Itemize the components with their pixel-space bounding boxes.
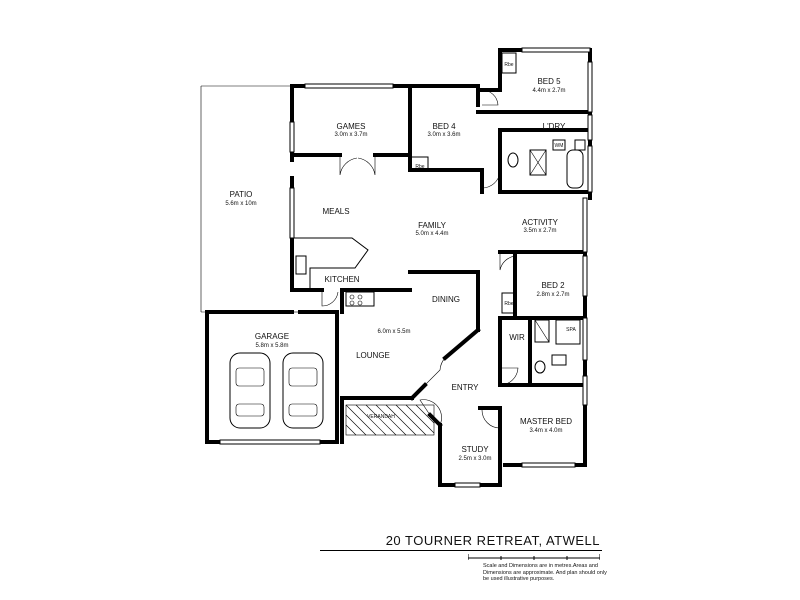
- room-bed5-dim: 4.4m x 2.7m: [532, 88, 565, 94]
- room-verandah-name: VERANDAH: [367, 414, 395, 420]
- room-labels: BED 5 4.4m x 2.7m GAMES 3.0m x 3.7m BED …: [225, 62, 576, 462]
- patio-outline: [200, 85, 293, 313]
- room-bed2-dim: 2.8m x 2.7m: [536, 292, 569, 298]
- room-bed2-name: BED 2: [541, 281, 565, 290]
- wm-label: WM: [555, 143, 564, 149]
- room-garage-name: GARAGE: [255, 332, 289, 341]
- room-activity-name: ACTIVITY: [522, 218, 559, 227]
- garage-cars: [229, 352, 324, 429]
- room-patio-name: PATIO: [230, 190, 253, 199]
- room-garage-dim: 5.8m x 5.8m: [255, 343, 288, 349]
- doors: [292, 89, 519, 429]
- title-underline: [320, 550, 602, 551]
- scale-bar: [468, 554, 600, 560]
- robes: [409, 52, 517, 314]
- room-master-dim: 3.4m x 4.0m: [529, 428, 562, 434]
- room-bed4-dim: 3.0m x 3.6m: [427, 132, 460, 138]
- room-kitchen-name: KITCHEN: [324, 275, 359, 284]
- room-activity-dim: 3.5m x 2.7m: [523, 228, 556, 234]
- windows: [219, 47, 593, 488]
- disclaimer-note: Scale and Dimensions are in metres.Areas…: [483, 563, 607, 582]
- room-study-name: STUDY: [461, 445, 489, 454]
- room-lounge-dim: 6.0m x 5.5m: [377, 329, 410, 335]
- room-patio-dim: 5.6m x 10m: [225, 201, 256, 207]
- room-dining-name: DINING: [432, 295, 460, 304]
- room-family-dim: 5.0m x 4.4m: [415, 231, 448, 237]
- robe-label-bed2: Rbe: [504, 301, 513, 307]
- room-games-dim: 3.0m x 3.7m: [334, 132, 367, 138]
- room-lounge-name: LOUNGE: [356, 351, 390, 360]
- bathroom-fixtures: [507, 139, 586, 374]
- room-ldry-name: L'DRY: [543, 122, 566, 131]
- room-wir-name: WIR: [509, 333, 525, 342]
- room-spa-name: SPA: [566, 327, 576, 333]
- room-family-name: FAMILY: [418, 221, 447, 230]
- room-meals-name: MEALS: [322, 207, 349, 216]
- kitchen-fixtures: [295, 255, 375, 307]
- room-entry-name: ENTRY: [452, 383, 480, 392]
- property-address: 20 TOURNER RETREAT, ATWELL: [385, 533, 600, 548]
- robe-label-bed5: Rbe: [504, 62, 513, 68]
- room-games-name: GAMES: [337, 122, 366, 131]
- room-bed4-name: BED 4: [432, 122, 456, 131]
- room-bed5-name: BED 5: [537, 77, 561, 86]
- room-master-name: MASTER BED: [520, 417, 572, 426]
- robe-label-bed4: Rbe: [415, 164, 424, 170]
- verandah-hatch: [345, 404, 435, 436]
- room-study-dim: 2.5m x 3.0m: [458, 456, 491, 462]
